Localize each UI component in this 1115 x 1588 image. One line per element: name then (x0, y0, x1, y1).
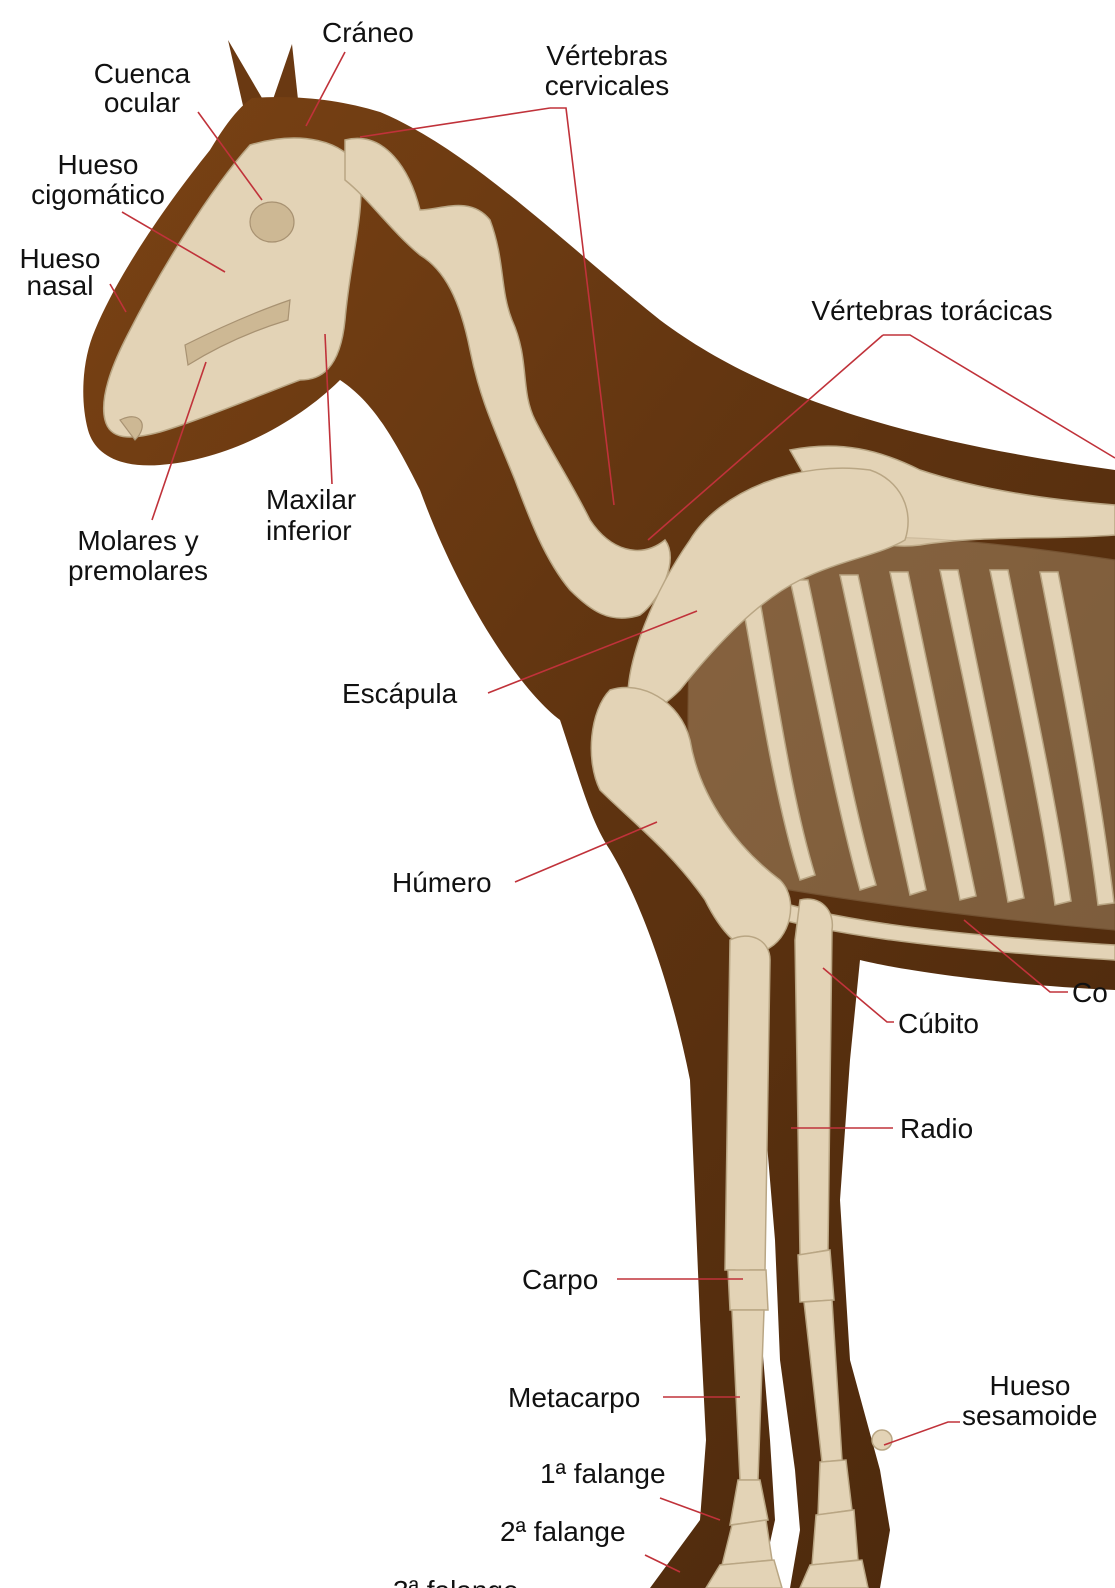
label-hueso-nasal-line2: nasal (27, 270, 94, 301)
label-hueso-cigomatico-line1: Hueso (58, 149, 139, 180)
label-vertebras-toracicas: Vértebras torácicas (811, 295, 1052, 326)
label-vertebras-cervicales-line1: Vértebras (546, 40, 667, 71)
label-molares-premolares-line2: premolares (68, 555, 208, 586)
label-hueso-sesamoide-line2: sesamoide (962, 1400, 1097, 1431)
label-radio: Radio (900, 1113, 973, 1144)
label-craneo: Cráneo (322, 17, 414, 48)
label-maxilar-inferior-line1: Maxilar (266, 484, 356, 515)
label-humero: Húmero (392, 867, 492, 898)
label-maxilar-inferior-line2: inferior (266, 515, 352, 546)
label-costillas: Co (1072, 977, 1108, 1008)
label-escapula: Escápula (342, 678, 458, 709)
label-cubito: Cúbito (898, 1008, 979, 1039)
label-hueso-sesamoide-line1: Hueso (990, 1370, 1071, 1401)
label-vertebras-cervicales-line2: cervicales (545, 70, 669, 101)
label-molares-premolares-line1: Molares y (77, 525, 198, 556)
label-falange-3: 3ª falange (393, 1575, 519, 1588)
label-cuenca-ocular-line1: Cuenca (94, 58, 191, 89)
label-cuenca-ocular-line2: ocular (104, 87, 180, 118)
label-metacarpo: Metacarpo (508, 1382, 640, 1413)
label-falange-1: 1ª falange (540, 1458, 666, 1489)
label-hueso-cigomatico-line2: cigomático (31, 179, 165, 210)
label-carpo: Carpo (522, 1264, 598, 1295)
label-falange-2: 2ª falange (500, 1516, 626, 1547)
